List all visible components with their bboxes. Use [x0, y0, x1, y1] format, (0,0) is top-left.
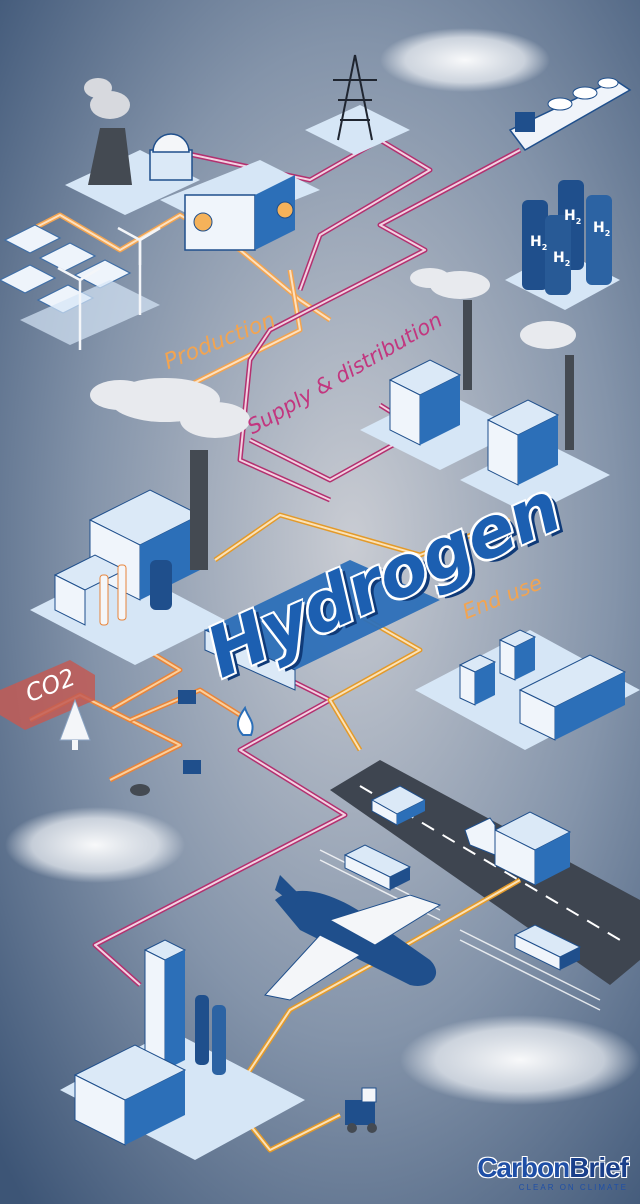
- logo-wordmark: CarbonBrief: [477, 1152, 629, 1183]
- electrolyser-side: [255, 175, 295, 250]
- factory-icon: [73, 939, 226, 1146]
- flame-icon: [236, 705, 254, 736]
- town-buildings: [458, 629, 627, 741]
- airplane-icon: [264, 875, 442, 1001]
- chimney: [565, 355, 574, 450]
- train-icon: [343, 844, 412, 891]
- factory-icon: [388, 268, 490, 446]
- chimney: [463, 300, 472, 390]
- tree-icon: [59, 698, 91, 750]
- hydrogen-tank-icon: [522, 180, 612, 295]
- plus-terminal-icon: [193, 212, 213, 232]
- nuclear-dome-icon: [152, 133, 190, 153]
- cooling-tower-icon: [88, 128, 132, 185]
- haze-cloud: [400, 1015, 640, 1105]
- capture-unit: [183, 760, 201, 774]
- factory-icon: [486, 321, 576, 486]
- wind-turbine-icon: [57, 226, 161, 350]
- haze-cloud: [5, 807, 185, 883]
- platform: [305, 105, 410, 155]
- reforming-plant: [53, 450, 208, 626]
- pylon-icon: [333, 54, 377, 141]
- logo-word-brief: Brief: [569, 1152, 629, 1183]
- haze-cloud: [380, 28, 550, 92]
- forklift-icon: [345, 1087, 377, 1133]
- storage-drum: [130, 784, 150, 796]
- truck-icon: [464, 811, 572, 886]
- co2-arrow: [0, 660, 95, 730]
- hydrogen-sign-base: [205, 560, 440, 670]
- minus-terminal-icon: [276, 201, 294, 219]
- platform: [460, 440, 610, 515]
- carbon-brief-logo: CarbonBrief CLEAR ON CLIMATE: [477, 1152, 629, 1193]
- logo-word-carbon: Carbon: [477, 1152, 570, 1183]
- train-icon: [513, 924, 582, 971]
- car-icon: [370, 785, 427, 826]
- capture-unit: [178, 690, 196, 704]
- nuclear-building: [149, 149, 193, 181]
- logo-tagline: CLEAR ON CLIMATE: [518, 1183, 628, 1192]
- chimney: [190, 450, 208, 570]
- steam-cloud: [90, 91, 130, 119]
- ship-icon: [508, 77, 632, 151]
